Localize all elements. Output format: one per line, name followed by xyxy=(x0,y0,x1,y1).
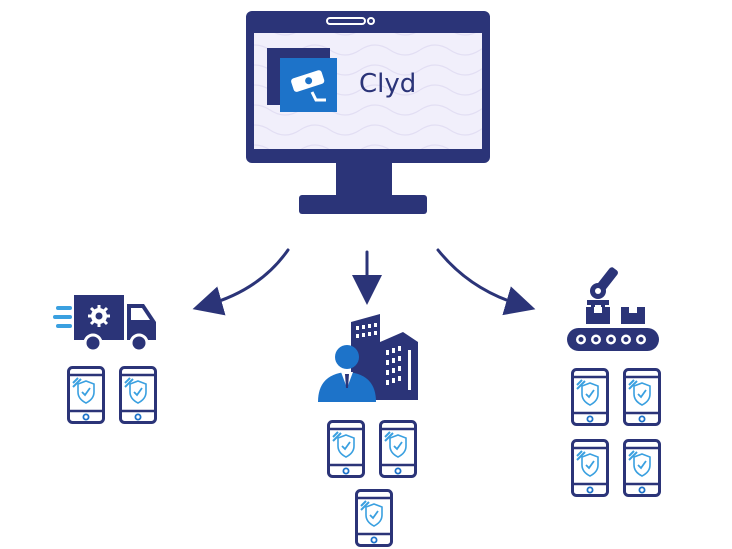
distribution-arrows xyxy=(192,248,536,316)
smartphone-check-icon xyxy=(67,366,105,424)
desktop-monitor-icon xyxy=(246,11,490,214)
smartphone-check-icon xyxy=(623,439,661,497)
clyd-camera-logo-icon xyxy=(267,48,337,112)
smartphone-check-icon xyxy=(623,368,661,426)
smartphone-check-icon xyxy=(571,439,609,497)
arrow-left xyxy=(192,248,290,316)
delivery-devices xyxy=(67,366,157,424)
smartphone-check-icon xyxy=(355,489,393,547)
app-name: Clyd xyxy=(359,69,416,99)
smartphone-check-icon xyxy=(379,420,417,478)
robot-arm-conveyor-icon xyxy=(567,267,659,351)
arrow-right xyxy=(436,248,536,316)
factory-devices xyxy=(571,368,661,497)
smartphone-check-icon xyxy=(119,366,157,424)
smartphone-check-icon xyxy=(327,420,365,478)
business-devices xyxy=(327,420,417,547)
smartphone-check-icon xyxy=(571,368,609,426)
businessman-buildings-icon xyxy=(318,314,418,402)
delivery-truck-gear-icon xyxy=(53,295,156,353)
